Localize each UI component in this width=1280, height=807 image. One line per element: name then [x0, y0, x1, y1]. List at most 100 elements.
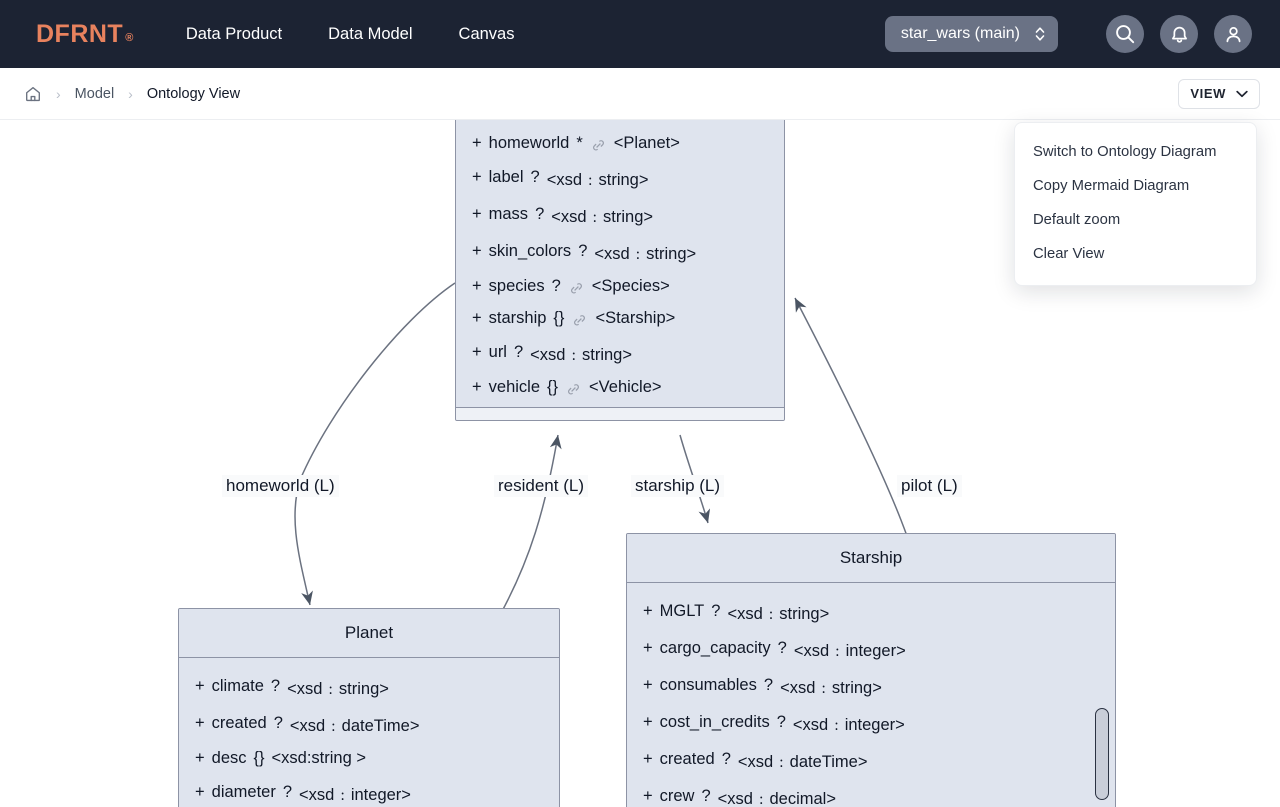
attribute-visibility: + — [643, 787, 653, 805]
user-account-button[interactable] — [1214, 15, 1252, 53]
attribute-row[interactable]: + climate ? <xsd﹕string> — [179, 668, 559, 705]
attribute-type: <xsd﹕string> — [287, 679, 389, 698]
node-starship[interactable]: Starship + MGLT ? <xsd﹕string> + cargo_c… — [626, 533, 1116, 807]
attribute-name: crew — [659, 787, 695, 805]
edge-label-pilot: pilot (L) — [897, 475, 962, 497]
attribute-cardinality: ? — [551, 276, 561, 295]
edge-label-resident: resident (L) — [494, 475, 588, 497]
node-person[interactable]: + homeworld * <Planet> + label ? <xsd﹕st… — [455, 120, 785, 421]
menu-item-copy-mermaid-diagram[interactable]: Copy Mermaid Diagram — [1033, 178, 1190, 194]
breadcrumb-item-model[interactable]: Model — [74, 85, 115, 102]
attribute-type: <xsd﹕integer> — [793, 641, 906, 660]
attribute-type: <xsd﹕integer> — [299, 785, 411, 804]
attribute-row[interactable]: + cost_in_credits ? <xsd﹕integer> — [627, 704, 1115, 741]
node-starship-attributes: + MGLT ? <xsd﹕string> + cargo_capacity ?… — [627, 583, 1115, 807]
attribute-row[interactable]: + diameter ? <xsd﹕integer> — [179, 774, 559, 807]
attribute-cardinality: ? — [721, 750, 731, 768]
nav-item-data-model[interactable]: Data Model — [328, 24, 413, 43]
attribute-type: <xsd﹕string> — [551, 207, 654, 226]
attribute-row[interactable]: + homeworld * <Planet> — [456, 127, 784, 159]
nav-item-canvas[interactable]: Canvas — [458, 24, 515, 43]
attribute-type: <xsd﹕decimal> — [717, 789, 836, 807]
attribute-type: <xsd﹕integer> — [792, 715, 905, 734]
attribute-cardinality: ? — [578, 242, 588, 260]
breadcrumb-separator-1: › — [56, 85, 61, 102]
attribute-row[interactable]: + MGLT ? <xsd﹕string> — [627, 593, 1115, 630]
attribute-cardinality: ? — [777, 639, 787, 657]
attribute-name: cost_in_credits — [659, 713, 770, 731]
attribute-type: <xsd:string > — [271, 748, 366, 767]
attribute-visibility: + — [472, 343, 482, 361]
brand-logo-text: DFRNT — [36, 19, 124, 48]
attribute-row[interactable]: + skin_colors ? <xsd﹕string> — [456, 233, 784, 270]
attribute-row[interactable]: + label ? <xsd﹕string> — [456, 159, 784, 196]
branch-selector[interactable]: star_wars (main) — [884, 16, 1058, 52]
attribute-name: MGLT — [659, 602, 705, 620]
attribute-name: consumables — [659, 676, 757, 694]
menu-item-clear-view[interactable]: Clear View — [1033, 246, 1105, 262]
nav-item-data-product[interactable]: Data Product — [185, 24, 283, 43]
node-person-attributes: + homeworld * <Planet> + label ? <xsd﹕st… — [456, 120, 784, 407]
notifications-button[interactable] — [1160, 15, 1198, 53]
attribute-name: diameter — [211, 783, 276, 801]
attribute-visibility: + — [195, 783, 205, 801]
attribute-cardinality: {} — [553, 308, 565, 327]
breadcrumb-bar: › Model › Ontology View VIEW — [0, 68, 1280, 120]
search-button[interactable] — [1106, 15, 1144, 53]
attribute-type: <xsd﹕string> — [780, 678, 882, 697]
top-navigation-bar: DFRNT ® Data Product Data Model Canvas s… — [0, 0, 1280, 68]
brand-logo[interactable]: DFRNT ® — [36, 20, 134, 49]
attribute-visibility: + — [472, 308, 482, 327]
attribute-name: homeworld — [488, 133, 570, 152]
attribute-cardinality: ? — [535, 205, 545, 223]
attribute-row[interactable]: + created ? <xsd﹕dateTime> — [179, 705, 559, 742]
bell-icon — [1169, 24, 1190, 45]
attribute-visibility: + — [643, 750, 653, 768]
node-planet[interactable]: Planet + climate ? <xsd﹕string> + create… — [178, 608, 560, 807]
attribute-row[interactable]: + desc {} <xsd:string > — [179, 742, 559, 774]
breadcrumb-item-ontology-view[interactable]: Ontology View — [146, 85, 241, 102]
attribute-type: <Species> — [591, 276, 670, 295]
attribute-cardinality: ? — [270, 677, 281, 695]
attribute-row[interactable]: + crew ? <xsd﹕decimal> — [627, 778, 1115, 807]
menu-item-switch-to-ontology-diagram[interactable]: Switch to Ontology Diagram — [1033, 144, 1217, 160]
edge-label-homeworld: homeworld (L) — [222, 475, 339, 497]
attribute-cardinality: ? — [701, 787, 711, 805]
attribute-cardinality: ? — [530, 168, 540, 186]
attribute-name: skin_colors — [488, 242, 572, 260]
chevron-updown-icon — [1034, 25, 1046, 43]
attribute-type: <xsd﹕string> — [530, 345, 632, 364]
attribute-row[interactable]: + cargo_capacity ? <xsd﹕integer> — [627, 630, 1115, 667]
attribute-type: <Planet> — [613, 133, 680, 152]
view-menu-button[interactable]: VIEW — [1178, 78, 1260, 109]
attribute-row[interactable]: + starship {} <Starship> — [456, 302, 784, 334]
registered-mark-icon: ® — [125, 31, 134, 44]
node-starship-vertical-scrollbar[interactable] — [1095, 708, 1109, 800]
link-icon — [571, 313, 588, 326]
attribute-visibility: + — [472, 168, 482, 186]
attribute-visibility: + — [472, 133, 482, 152]
ontology-diagram-canvas[interactable]: + homeworld * <Planet> + label ? <xsd﹕st… — [0, 120, 1280, 807]
attribute-name: starship — [488, 308, 547, 327]
attribute-row[interactable]: + species ? <Species> — [456, 270, 784, 302]
node-person-horizontal-scrollbar[interactable] — [456, 407, 784, 420]
view-menu-button-label: VIEW — [1190, 86, 1226, 101]
attribute-cardinality: ? — [282, 783, 293, 801]
attribute-cardinality: ? — [776, 713, 786, 731]
attribute-visibility: + — [643, 639, 653, 657]
attribute-row[interactable]: + mass ? <xsd﹕string> — [456, 196, 784, 233]
attribute-row[interactable]: + consumables ? <xsd﹕string> — [627, 667, 1115, 704]
attribute-row[interactable]: + vehicle {} <Vehicle> — [456, 371, 784, 403]
attribute-cardinality: {} — [547, 377, 559, 396]
link-icon — [590, 138, 607, 151]
home-icon[interactable] — [24, 85, 42, 103]
edge-label-starship: starship (L) — [631, 475, 725, 497]
attribute-row[interactable]: + url ? <xsd﹕string> — [456, 334, 784, 371]
attribute-visibility: + — [472, 242, 482, 260]
attribute-visibility: + — [195, 714, 205, 732]
attribute-row[interactable]: + created ? <xsd﹕dateTime> — [627, 741, 1115, 778]
attribute-visibility: + — [472, 377, 482, 396]
search-icon — [1114, 23, 1136, 45]
menu-item-default-zoom[interactable]: Default zoom — [1033, 212, 1121, 228]
user-icon — [1223, 24, 1244, 45]
